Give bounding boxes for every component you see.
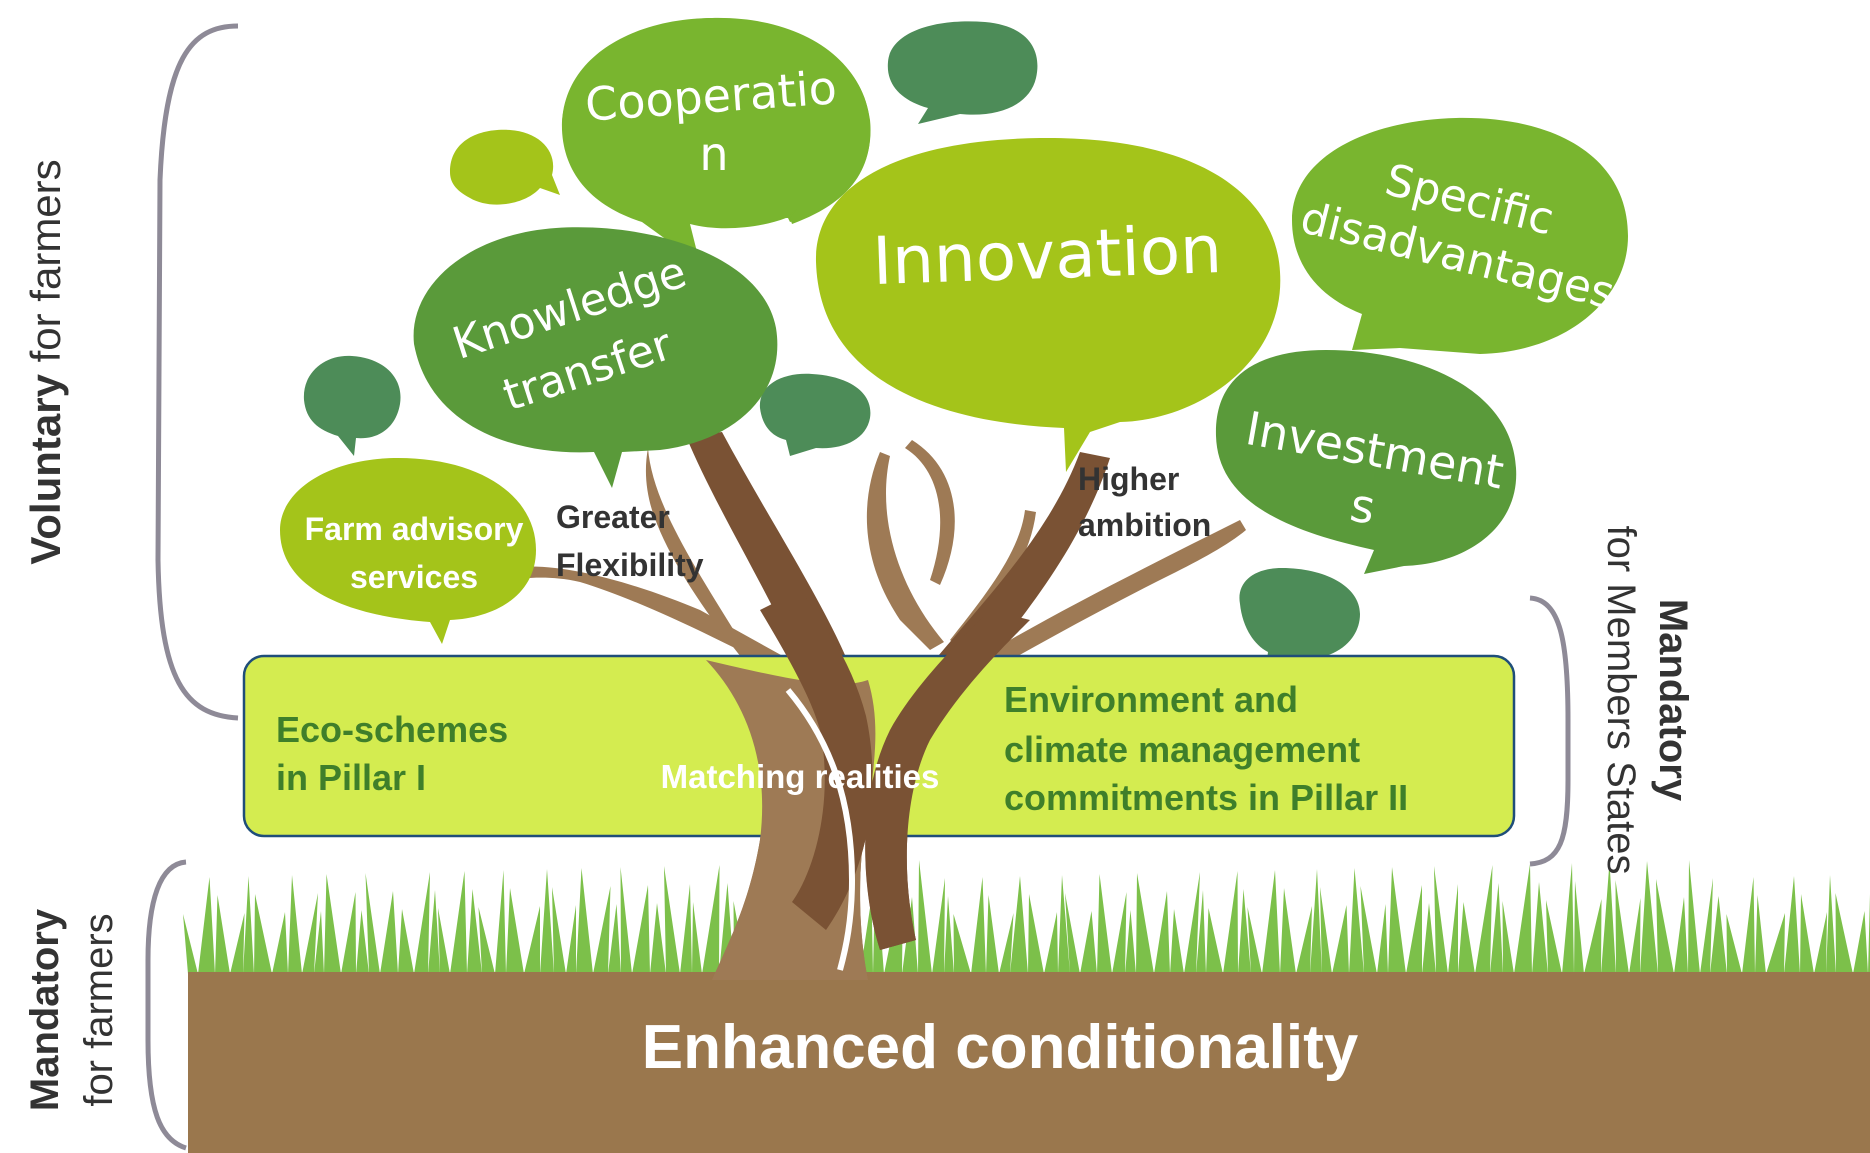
- environment-label-2: climate management: [1004, 729, 1360, 770]
- investments-bubble: [1215, 350, 1517, 574]
- farm-advisory-label-2: services: [350, 559, 478, 595]
- knowledge-bubble: [413, 227, 778, 488]
- greater-flexibility-label-2: Flexibility: [556, 547, 704, 583]
- higher-ambition-label-1: Higher: [1078, 461, 1179, 497]
- eco-schemes-label-2: in Pillar I: [276, 757, 426, 798]
- higher-ambition-label-2: ambition: [1078, 507, 1211, 543]
- trunk-white-seam: [785, 688, 856, 971]
- grass-blades: [183, 860, 1870, 978]
- small-bubble-teal-right: [1239, 568, 1360, 668]
- trunk-dark-left-overlay: [760, 590, 873, 930]
- small-bubble-teal-top: [887, 21, 1038, 124]
- specific-bubble: [1292, 117, 1628, 355]
- small-bubble-light-left: [450, 129, 560, 205]
- environment-label-3: commitments in Pillar II: [1004, 777, 1408, 818]
- mandatory-ms-label-rest: for Members States: [1599, 525, 1643, 874]
- mandatory-farmers-label-rest: for farmers: [77, 913, 121, 1106]
- voluntary-label: Voluntary for farmers: [22, 159, 69, 564]
- enhanced-conditionality-label: Enhanced conditionality: [642, 1013, 1359, 1082]
- voluntary-label-rest: for farmers: [22, 159, 69, 374]
- matching-realities-label: Matching realities: [661, 758, 940, 795]
- speech-bubbles: [280, 17, 1628, 644]
- cooperation-label-2: n: [699, 127, 728, 181]
- small-bubble-teal-left: [303, 355, 401, 456]
- voluntary-label-bold: Voluntary: [22, 373, 69, 564]
- mandatory-ms-bracket: [1529, 595, 1571, 867]
- innovation-label: Innovation: [871, 211, 1223, 300]
- eco-schemes-label-1: Eco-schemes: [276, 709, 508, 750]
- right-branch-thin: [866, 452, 944, 650]
- mandatory-farmers-bracket: [145, 859, 187, 1151]
- grass: [183, 860, 1870, 978]
- trunk-dark-right: [865, 452, 1110, 950]
- farm-advisory-bubble: [280, 458, 536, 644]
- trunk-dark-right-overlay: [865, 610, 1030, 950]
- small-bubble-teal-center: [759, 373, 871, 456]
- greater-flexibility-label-1: Greater: [556, 499, 670, 535]
- right-upper-branch: [905, 440, 955, 585]
- tree-overlay: [706, 590, 1030, 980]
- environment-label-1: Environment and: [1004, 679, 1298, 720]
- soil: [188, 972, 1870, 1153]
- innovation-bubble: [815, 137, 1281, 472]
- cooperation-bubble-body: [561, 18, 871, 264]
- farm-advisory-label-1: Farm advisory: [305, 511, 524, 547]
- small-bubbles: [303, 21, 1360, 668]
- mandatory-ms-label-bold: Mandatory: [1651, 599, 1695, 802]
- right-mid-branch: [950, 510, 1036, 648]
- mandatory-farmers-label-bold: Mandatory: [23, 908, 67, 1111]
- voluntary-bracket: [155, 23, 239, 721]
